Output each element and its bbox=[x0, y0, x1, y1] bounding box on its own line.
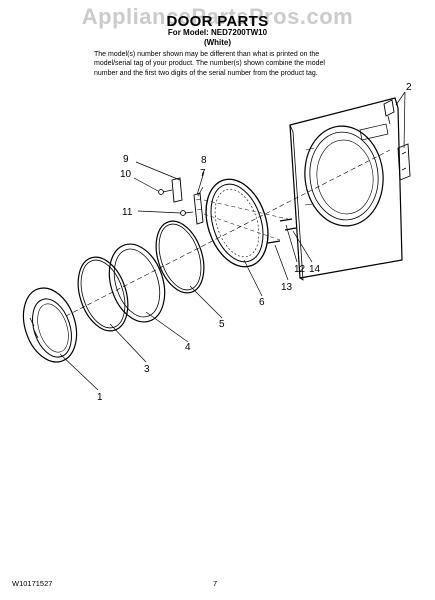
model-line: For Model: NED7200TW10 bbox=[167, 28, 268, 37]
screws bbox=[158, 189, 194, 216]
explosion-line-pins bbox=[203, 199, 293, 241]
part-3-gasket bbox=[77, 256, 129, 332]
part-2-hinge bbox=[383, 99, 411, 181]
part-6-inner-frame bbox=[205, 178, 269, 268]
explosion-centerline bbox=[65, 149, 391, 317]
part-5-ring bbox=[155, 220, 205, 294]
part-1-outer-door bbox=[22, 287, 78, 363]
hinge-pins bbox=[267, 218, 297, 244]
model-note: The model(s) number shown may be differe… bbox=[94, 51, 325, 77]
part-4-glass bbox=[108, 243, 166, 323]
callout-1: 1 bbox=[97, 392, 103, 403]
callout-10: 10 bbox=[120, 169, 132, 180]
callout-6: 6 bbox=[259, 297, 265, 308]
callout-8: 8 bbox=[201, 155, 207, 166]
color-line: (White) bbox=[203, 38, 232, 47]
doc-number: W10171527 bbox=[12, 579, 53, 588]
leader-lines bbox=[59, 91, 406, 391]
callout-4: 4 bbox=[185, 342, 191, 353]
callout-13: 13 bbox=[281, 282, 293, 293]
page-number: 7 bbox=[213, 579, 218, 588]
page-title: DOOR PARTS bbox=[166, 13, 269, 30]
callout-11: 11 bbox=[122, 207, 133, 218]
part-7-8-latch bbox=[171, 177, 204, 225]
callout-labels: 1 2 3 4 5 6 7 8 9 10 11 12 13 14 bbox=[97, 82, 412, 403]
callout-3: 3 bbox=[144, 364, 150, 375]
watermark: AppliancePartsPros.com bbox=[81, 4, 354, 29]
callout-2: 2 bbox=[406, 82, 412, 93]
cabinet-front-panel bbox=[289, 97, 403, 281]
callout-5: 5 bbox=[219, 319, 225, 330]
callout-9: 9 bbox=[123, 154, 129, 165]
callout-14: 14 bbox=[309, 264, 321, 275]
callout-12: 12 bbox=[294, 264, 306, 275]
callout-7: 7 bbox=[200, 168, 206, 179]
